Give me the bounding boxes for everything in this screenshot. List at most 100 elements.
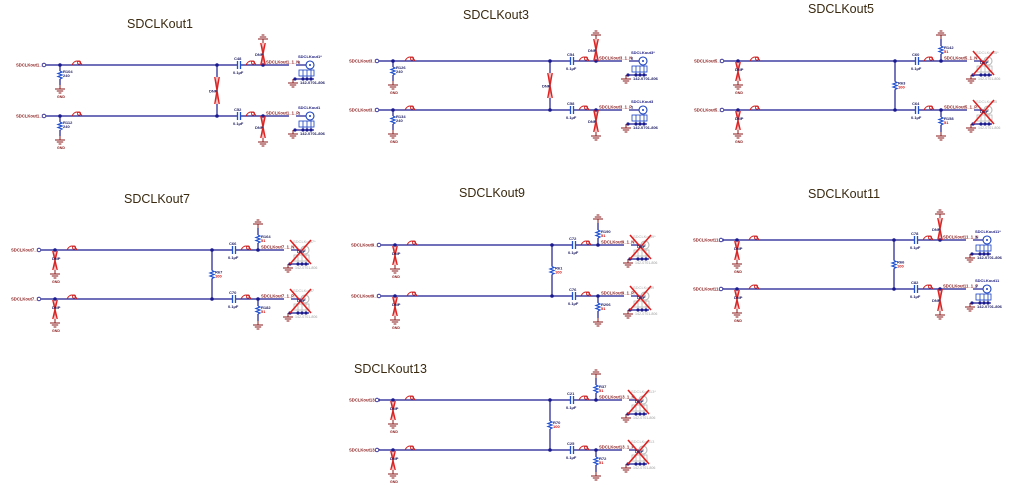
- capacitor-symbol: [231, 295, 237, 303]
- output-resistor-ref-p: R72: [599, 456, 607, 461]
- net-marker-icon: [406, 240, 418, 246]
- output-dnp-label-n: DNP: [932, 227, 941, 232]
- bridge-resistor-ref: R66: [897, 260, 905, 265]
- ground-icon: [591, 369, 601, 378]
- capacitor-value-n: 0.1µF: [566, 405, 577, 410]
- ground-icon: [935, 209, 945, 218]
- connector-part-number: 142-0701-806: [633, 76, 659, 81]
- capacitor-value-n: 0.1µF: [233, 70, 244, 75]
- net-marker-icon: [749, 105, 761, 111]
- clock-output-block-sdclkout1: SDCLKout1SDCLKout1_NR104240GNDC480.1µFSD…: [16, 17, 326, 150]
- capacitor-ref-p: C70: [229, 290, 237, 295]
- dnp-cross-icon: [972, 50, 995, 76]
- net-marker-icon: [404, 56, 416, 62]
- input-dnp-label-p: DNP: [52, 305, 61, 310]
- connector-name: SDCLKout1: [298, 105, 321, 110]
- resistor-symbol: [389, 61, 397, 81]
- junction-dot: [393, 294, 397, 298]
- ground-icon: [390, 265, 400, 274]
- capacitor-value-n: 0.1µF: [566, 66, 577, 71]
- ground-icon: [390, 316, 400, 325]
- capacitor-symbol: [914, 106, 920, 114]
- connector-pin: 1: [975, 284, 978, 289]
- bridge-resistor-ref: R61: [555, 266, 563, 271]
- connector-pin: 1: [298, 111, 301, 116]
- ground-icon: [623, 259, 633, 268]
- connector-pin: 1: [975, 235, 978, 240]
- connector-name: SDCLKout3: [631, 99, 654, 104]
- connector-name: SDCLKout11*: [975, 229, 1001, 234]
- dnp-component: [593, 38, 599, 62]
- input-net-label-n: SDCLKout9_N: [351, 243, 380, 248]
- input-resistor-value-p: 240: [63, 124, 70, 129]
- dnp-label: DNP: [635, 399, 644, 404]
- capacitor-value-n: 0.1µF: [911, 66, 922, 71]
- connector-part-number: 142-0701-806: [635, 312, 657, 316]
- ground-icon: [591, 30, 601, 39]
- block-title: SDCLKout9: [459, 186, 525, 200]
- resistor-symbol: [592, 450, 600, 472]
- output-net-label-p: SDCLKout3_1_P: [599, 105, 632, 110]
- capacitor-ref-n: C72: [569, 236, 577, 241]
- net-marker-icon: [404, 445, 416, 451]
- bridge-resistor-value: 100: [215, 274, 222, 279]
- output-net-label-p: SDCLKout9_1_P: [601, 291, 634, 296]
- resistor-symbol: [254, 299, 262, 321]
- connector-pin: 1: [631, 446, 633, 450]
- output-resistor-ref-n: R142: [944, 45, 954, 50]
- junction-dot: [736, 59, 740, 63]
- capacitor-ref-p: C82: [911, 280, 919, 285]
- connector-name: SDCLKout7: [293, 288, 315, 293]
- ground-icon: [253, 219, 263, 228]
- connector-part-number: 142-0701-806: [977, 304, 1003, 309]
- clock-output-block-sdclkout13: SDCLKout13SDCLKout13_NDNPGNDC210.1µFSDCL…: [349, 362, 656, 484]
- capacitor-ref-p: C52: [234, 107, 242, 112]
- output-dnp-label-p: DNP: [932, 298, 941, 303]
- capacitor-value-n: 0.1µF: [910, 245, 921, 250]
- net-marker-icon: [922, 235, 934, 241]
- bridge-resistor-value: 100: [898, 85, 905, 90]
- gnd-label: GND: [735, 91, 743, 95]
- port-icon: [374, 107, 380, 113]
- input-resistor-value-p: 240: [396, 118, 403, 123]
- input-dnp-label-n: DNP: [390, 406, 399, 411]
- junction-dot: [735, 238, 739, 242]
- net-marker-icon: [245, 111, 257, 117]
- input-dnp-label-n: DNP: [52, 256, 61, 261]
- resistor-symbol: [56, 116, 64, 136]
- port-icon: [36, 247, 42, 253]
- ground-icon: [623, 310, 633, 319]
- input-dnp-label-p: DNP: [735, 116, 744, 121]
- dnp-cross-icon: [289, 288, 312, 314]
- gnd-label: GND: [390, 480, 398, 484]
- dnp-label: DNP: [980, 60, 989, 65]
- ground-icon: [288, 130, 298, 139]
- port-icon: [41, 62, 47, 68]
- resistor-symbol: [254, 228, 262, 250]
- coax-icon: [638, 56, 648, 66]
- capacitor-ref-p: C58: [567, 101, 575, 106]
- clock-output-block-sdclkout3: SDCLKout3SDCLKout3_NR126240GNDC540.1µFSD…: [349, 8, 659, 144]
- dnp-label: DNP: [637, 244, 646, 249]
- capacitor-ref-n: C60: [912, 52, 920, 57]
- capacitor-value-p: 0.1µF: [566, 455, 577, 460]
- output-resistor-value-n: 51: [944, 49, 949, 54]
- input-net-label-p: SDCLKout13_P: [349, 448, 380, 453]
- junction-dot: [53, 248, 57, 252]
- capacitor-ref-p: C64: [912, 101, 920, 106]
- dnp-cross-icon: [289, 239, 312, 265]
- dnp-component: [260, 115, 266, 139]
- connector-pin: 1: [293, 246, 295, 250]
- connector-part-number: 142-0701-806: [978, 77, 1000, 81]
- capacitor-ref-n: C54: [567, 52, 575, 57]
- dnp-component: [390, 450, 396, 471]
- ground-icon: [50, 319, 60, 328]
- capacitor-value-p: 0.1µF: [910, 294, 921, 299]
- dnp-component: [734, 289, 740, 310]
- ground-icon: [621, 75, 631, 84]
- port-icon: [718, 286, 724, 292]
